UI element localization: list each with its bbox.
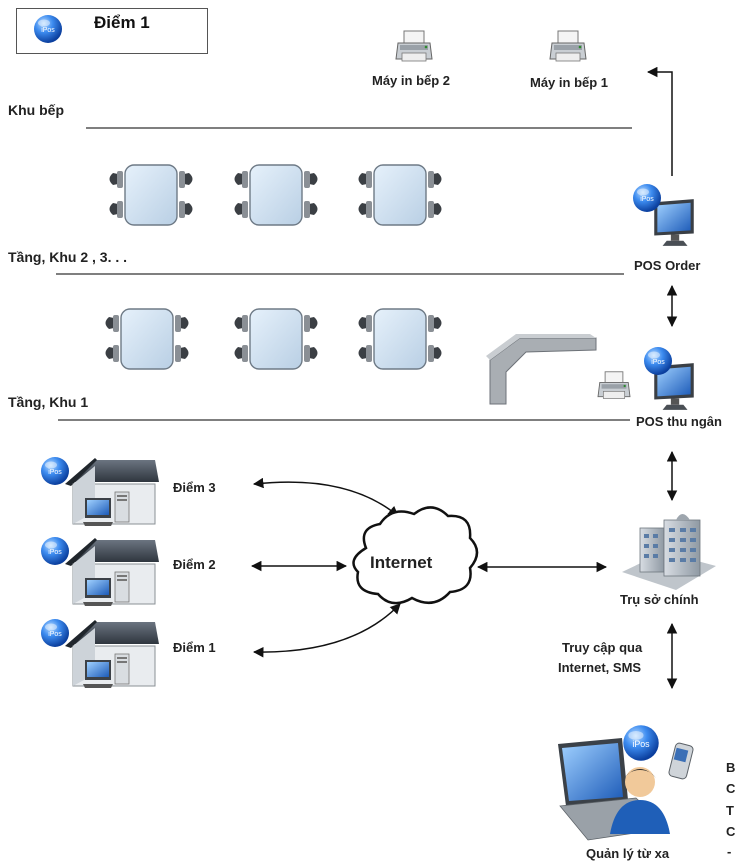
floor-upper-zone-label: Tầng, Khu 2 , 3. . . [8, 249, 128, 265]
kitchen-zone-label: Khu bếp [8, 102, 64, 118]
access-line-2: Internet, SMS [558, 660, 642, 675]
printer-1-label: Máy in bếp 1 [530, 75, 609, 90]
ipos-badge-icon [633, 184, 661, 212]
side-letter: - [727, 844, 732, 859]
branch-house-icon [64, 457, 160, 527]
ipos-badge-icon [41, 537, 69, 565]
side-letter: B [726, 760, 736, 775]
dining-table-icon [233, 308, 319, 370]
floor-1-zone-label: Tầng, Khu 1 [8, 394, 89, 410]
branch-3-label: Điểm 3 [173, 480, 216, 495]
branch-house-icon [64, 619, 160, 689]
internet-label: Internet [370, 553, 433, 572]
arrow-branch3-internet [252, 477, 399, 517]
laptop-user-icon [558, 738, 670, 841]
zone-dividers [56, 127, 632, 421]
branch-house-icon [64, 537, 160, 607]
ipos-badge-icon [41, 457, 69, 485]
arrow-pos-order-to-printer [646, 66, 673, 176]
cashier-counter-icon [486, 334, 597, 405]
page-title: Điểm 1 [94, 13, 150, 32]
dining-table-icon [104, 308, 190, 370]
ipos-badge-icon [34, 15, 62, 43]
ipos-badge-icon [41, 619, 69, 647]
printer-icon [597, 371, 631, 399]
dining-table-icon [233, 164, 319, 226]
branch-2-label: Điểm 2 [173, 557, 216, 572]
pos-cashier-label: POS thu ngân [636, 414, 722, 429]
pos-order-label: POS Order [634, 258, 701, 273]
ipos-badge-icon [644, 347, 672, 375]
dining-table-icon [108, 164, 194, 226]
side-letter: C [726, 824, 736, 839]
ipos-badge-icon [623, 725, 659, 761]
connection-arrows [250, 66, 678, 690]
phone-icon [668, 742, 694, 780]
printer-2-label: Máy in bếp 2 [372, 73, 451, 88]
branch-1-label: Điểm 1 [173, 640, 216, 655]
tables-floor-1 [104, 308, 443, 370]
dining-table-icon [357, 164, 443, 226]
side-letter: C [726, 781, 736, 796]
arrow-branch1-internet [252, 603, 401, 658]
remote-manager-label: Quản lý từ xa [586, 846, 670, 861]
side-letter: T [726, 803, 734, 818]
access-line-1: Truy cập qua [562, 640, 643, 655]
dining-table-icon [357, 308, 443, 370]
printer-icon [395, 30, 433, 62]
tables-upper [108, 164, 443, 226]
cloud-icon [352, 506, 479, 605]
printer-icon [549, 30, 587, 62]
headquarters-label: Trụ sở chính [620, 592, 699, 607]
office-building-icon [622, 514, 716, 590]
pos-terminal-icon [654, 199, 694, 246]
